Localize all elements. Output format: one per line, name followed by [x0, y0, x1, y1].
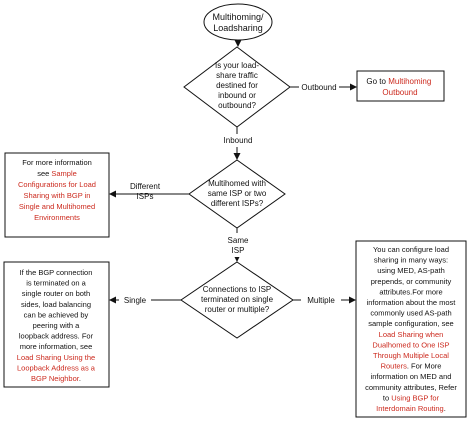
different-isps-box [4, 152, 110, 238]
different-isps-label-line-2: ISPs [137, 192, 154, 201]
multiple-routers-text-segment: commonly used AS-path [370, 309, 451, 318]
router-question-line-1: Connections to ISP [203, 285, 271, 294]
single-router-text-segment: is terminated on a [26, 279, 86, 288]
start-label: Multihoming/Loadsharing [212, 12, 264, 33]
single-router-text-segment: If the BGP connection [20, 268, 93, 277]
different-isps-text-link-segment[interactable]: Configurations for Load [18, 180, 96, 189]
same-isp-label-line-1: Same [228, 236, 249, 245]
single-router-text-segment: peering with a [33, 321, 81, 330]
traffic-question-line-1: Is your load- [215, 61, 259, 70]
multihoming-outbound-link[interactable]: Multihoming [388, 77, 431, 86]
multiple-routers-text-link-segment[interactable]: Using BGP for [391, 393, 439, 402]
start-terminator [203, 3, 273, 41]
single-label: Single [124, 296, 147, 305]
multiple-routers-text-segment: using MED, AS-path [377, 266, 445, 275]
multiple-routers-text-segment: community attributes, Refer [365, 383, 457, 392]
isp-question-line-3: different ISPs? [211, 199, 264, 208]
multiple-routers-text-link-segment[interactable]: Routers [381, 362, 408, 371]
traffic-question-line-2: share traffic [216, 71, 258, 80]
single-router-text-segment: more information, see [20, 342, 93, 351]
multiple-routers-text-link-segment[interactable]: Interdomain Routing [376, 404, 444, 413]
multihoming-outbound-link-2[interactable]: Outbound [382, 88, 417, 97]
goto-prefix: Go to [366, 77, 388, 86]
single-router-text-link-segment[interactable]: Loopback Address as a [17, 363, 96, 372]
multiple-routers-text-segment: attributes.For more [379, 287, 442, 296]
single-router-text-link-segment[interactable]: BGP Neighbor [31, 374, 80, 383]
router-question-line-2: terminated on single [201, 295, 274, 304]
single-router-text-segment: . [79, 374, 81, 383]
outbound-label: Outbound [301, 83, 336, 92]
multiple-routers-box [355, 240, 467, 418]
different-isps-text-segment: For more information [22, 158, 92, 167]
single-router-text-segment: sides, load balancing [21, 300, 91, 309]
multiple-routers-text: You can configure load sharing in many wa… [365, 245, 457, 413]
multiple-routers-text-segment: You can configure load [373, 245, 449, 254]
single-router-text-link-segment[interactable]: Load Sharing Using the [17, 353, 95, 362]
multiple-routers-text-segment: information on MED and [371, 372, 452, 381]
different-isps-label-line-1: Different [130, 182, 161, 191]
inbound-label: Inbound [224, 136, 253, 145]
start-label-line-1: Multihoming/ [212, 12, 264, 22]
traffic-question-line-4: inbound or [218, 91, 256, 100]
multiple-label: Multiple [307, 296, 335, 305]
different-isps-text-segment: see [37, 169, 51, 178]
multiple-routers-text-segment: . [444, 404, 446, 413]
router-termination-decision [180, 261, 294, 339]
single-router-box [3, 261, 110, 388]
different-isps-text-link-segment[interactable]: Sample [51, 169, 76, 178]
single-router-text-segment: can be achieved by [24, 310, 89, 319]
different-isps-text-link-segment[interactable]: Environments [34, 213, 80, 222]
multiple-routers-text-segment: information about the most [367, 298, 457, 307]
multiple-routers-text-link-segment[interactable]: Dualhomed to One ISP [372, 340, 449, 349]
traffic-question-line-3: destined for [216, 81, 258, 90]
multiple-routers-text-segment: sample configuration, see [368, 319, 453, 328]
single-router-text-segment: loopback address. For [19, 332, 94, 341]
isp-question-line-1: Multihomed with [208, 179, 266, 188]
multiple-routers-text-segment: sharing in many ways: [374, 256, 448, 265]
goto-outbound-text: Go to Multihoming Outbound [366, 77, 433, 97]
goto-outbound-box [356, 70, 445, 102]
multiple-routers-text-segment: . For More [407, 362, 442, 371]
different-isps-text-link-segment[interactable]: Single and Multihomed [19, 202, 95, 211]
isp-question-line-2: same ISP or two [208, 189, 267, 198]
single-router-text-segment: single router on both [22, 289, 90, 298]
multiple-routers-text-segment: to [383, 393, 391, 402]
traffic-question-line-5: outbound? [218, 101, 256, 110]
different-isps-text-link-segment[interactable]: Sharing with BGP in [24, 191, 91, 200]
multiple-routers-text-segment: prepends, or community [371, 277, 452, 286]
start-label-line-2: Loadsharing [213, 23, 263, 33]
multiple-routers-text-link-segment[interactable]: Load Sharing when [379, 330, 444, 339]
multiple-routers-text-link-segment[interactable]: Through Multiple Local [373, 351, 449, 360]
same-isp-label-line-2: ISP [232, 246, 245, 255]
router-question-line-3: router or multiple? [205, 305, 270, 314]
